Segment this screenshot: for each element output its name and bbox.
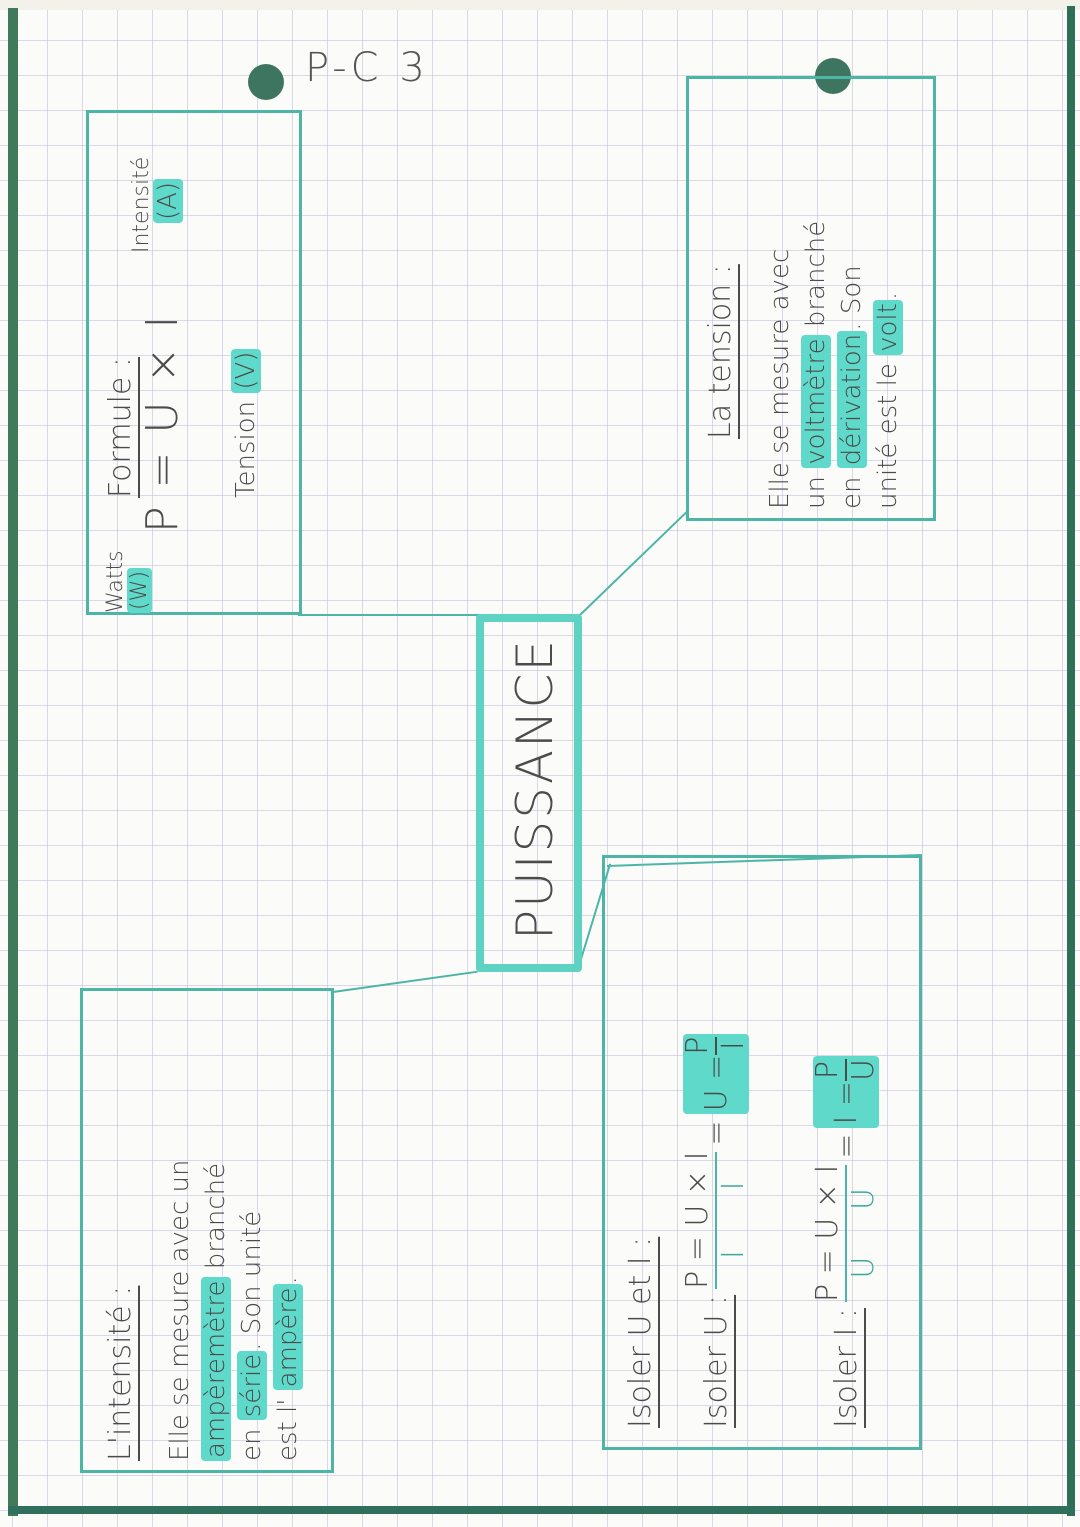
tension-line-4: unité est le volt. [873,291,903,509]
formula-box: Formule : P = U × I Watts (W) Intensité … [86,110,302,615]
formula-unit-intensite: (A) [153,178,183,223]
tension-line-3: en dérivation. Son [837,265,867,509]
formula-title: Formule : [103,356,138,498]
formula-label-watts: Watts [103,550,128,613]
formula-unit-watts: (W) [127,568,152,613]
formula-equation: P = U × I [137,313,188,533]
tension-line-2: un voltmètre branché [801,220,831,509]
isoler-i-label: Isoler I : [828,1308,864,1428]
center-topic-box: PUISSANCE [476,614,582,972]
intensite-line-1: Elle se mesure avec un [165,1159,195,1461]
isoler-u-label: Isoler U : [698,1294,734,1428]
connector-formula [298,614,480,616]
punch-hole-left [248,64,284,100]
paper-right-edge [1067,6,1075,1516]
intensite-line-3: en série. Son unité [237,1210,267,1461]
intensite-box: L'intensité : Elle se mesure avec un amp… [80,988,334,1473]
paper-top-edge [0,0,1080,10]
tension-box: La tension : Elle se mesure avec un volt… [686,76,936,521]
formula-label-intensite: Intensité [129,156,154,253]
center-topic-title: PUISSANCE [506,637,564,940]
tension-line-1: Elle se mesure avec [765,248,795,509]
isoler-title: Isoler U et I : [623,1236,658,1428]
intensite-line-4: est l' ampère. [273,1276,303,1461]
intensite-line-2: ampèremètre branché [201,1163,231,1461]
paper-bottom-edge [8,1506,1075,1514]
page-code: P-C 3 [305,45,429,91]
tension-title: La tension : [703,264,738,439]
paper-left-edge [8,8,18,1516]
formula-label-tension: Tension (V) [231,348,261,498]
intensite-title: L'intensité : [103,1285,138,1461]
